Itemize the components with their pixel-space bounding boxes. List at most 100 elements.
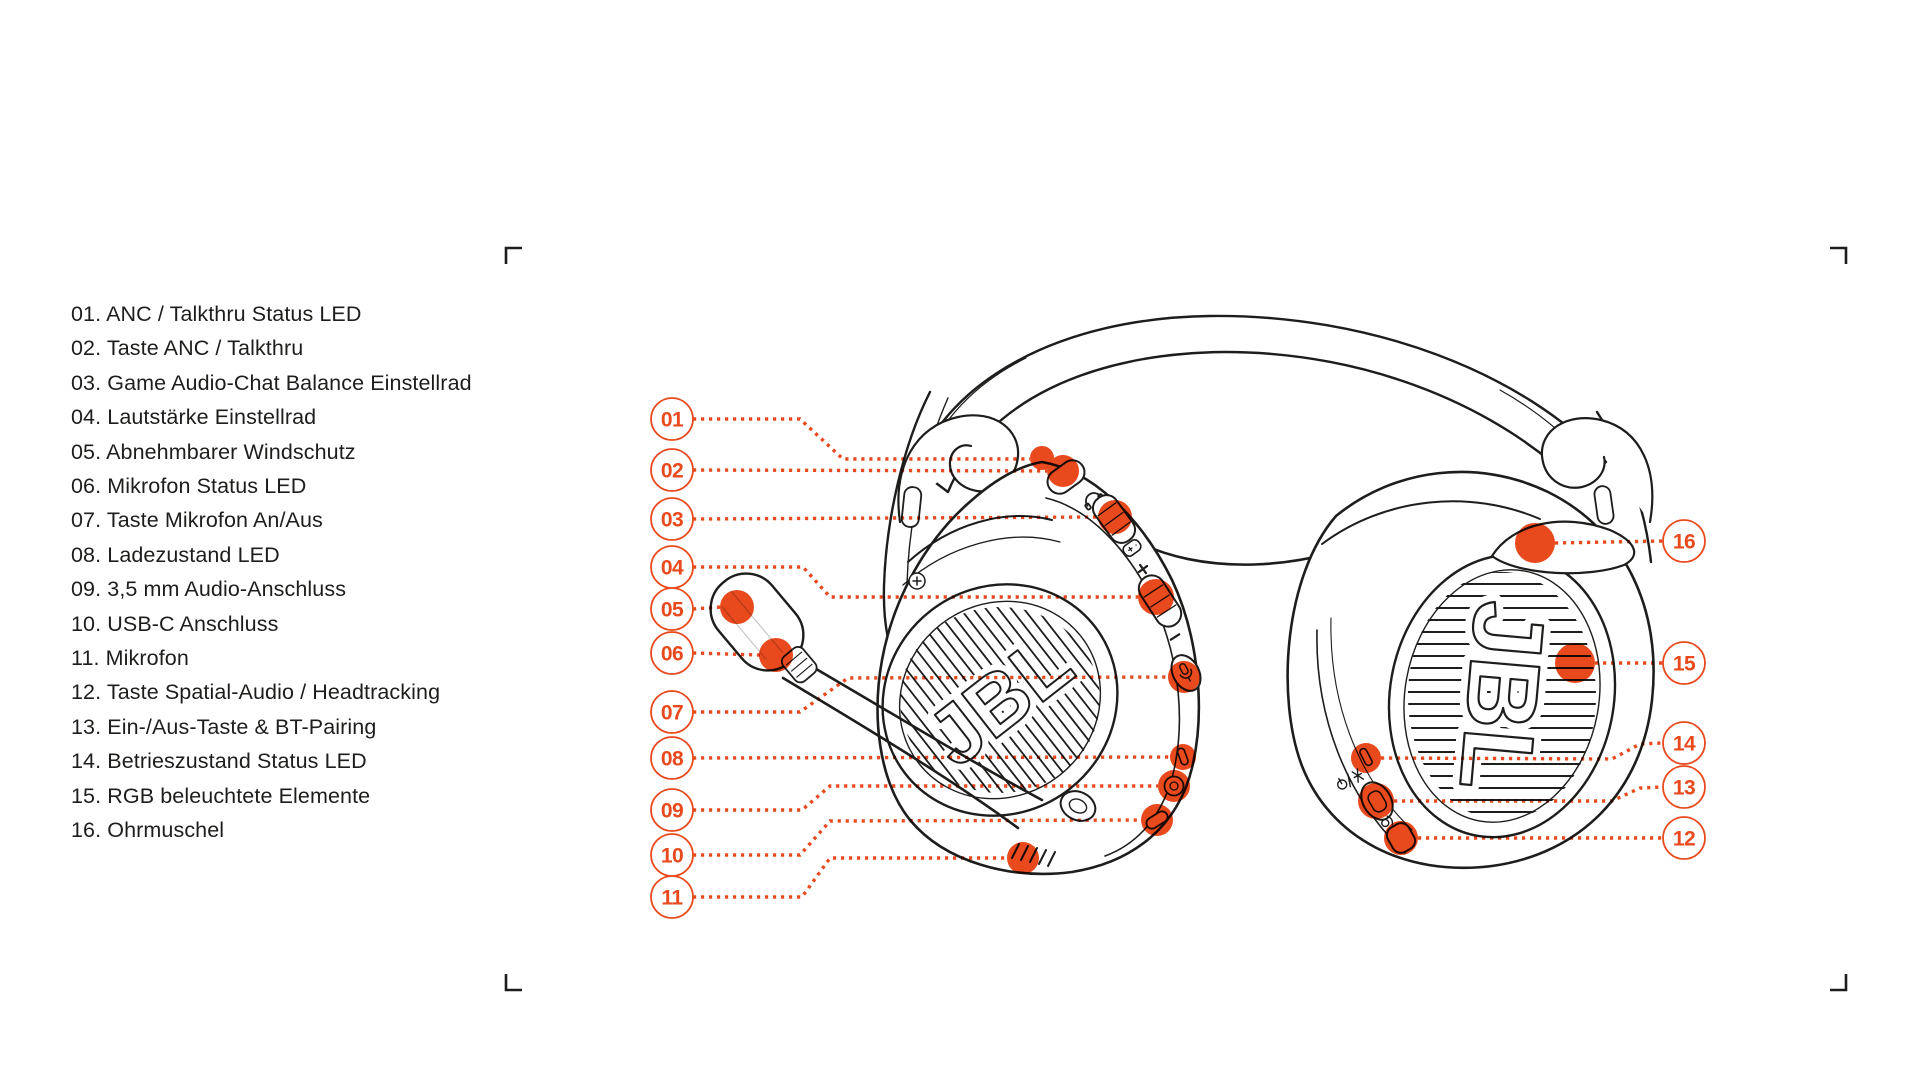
feature-dot-07	[1168, 661, 1200, 693]
parts-list-item: 15. RGB beleuchtete Elemente	[71, 783, 371, 808]
leader-line-05	[692, 605, 723, 611]
callout-number: 12	[1673, 828, 1695, 851]
callout-11: 11	[650, 875, 694, 919]
parts-list-item: 03. Game Audio-Chat Balance Einstellrad	[71, 370, 472, 395]
left-ear-cup: JBL JBL	[876, 459, 1202, 876]
right-ear-cup: JBL JBL	[1286, 470, 1655, 870]
parts-list-item: 10. USB-C Anschluss	[71, 611, 279, 636]
leader-line-03	[692, 515, 1099, 521]
screw-detail	[908, 572, 926, 590]
callout-number: 01	[661, 409, 684, 432]
minus-icon	[1169, 633, 1181, 641]
callout-13: 13	[1662, 765, 1706, 809]
callout-09: 09	[650, 788, 694, 832]
feature-dot-16	[1515, 523, 1555, 563]
right-yoke	[1540, 410, 1654, 564]
feature-dot-08	[1170, 744, 1196, 770]
crop-corner-br	[1830, 974, 1848, 992]
parts-list-item: 12. Taste Spatial-Audio / Headtracking	[71, 680, 441, 705]
feature-dots	[720, 446, 1595, 874]
crop-corner-marks	[504, 246, 1848, 992]
parts-list-item: 06. Mikrofon Status LED	[71, 474, 307, 499]
parts-list-item: 07. Taste Mikrofon An/Aus	[71, 508, 323, 533]
callout-number: 10	[661, 845, 683, 868]
svg-text:JBL: JBL	[1438, 597, 1566, 795]
callout-04: 04	[650, 545, 694, 589]
callout-05: 05	[650, 587, 694, 631]
feature-dot-10	[1141, 804, 1173, 836]
parts-list-item: 13. Ein-/Aus-Taste & BT-Pairing	[71, 714, 377, 739]
leader-line-02	[692, 468, 1048, 473]
feature-dot-15	[1555, 643, 1595, 683]
callout-01: 01	[650, 397, 694, 441]
callout-number: 13	[1673, 777, 1695, 800]
game-controller-icon	[1122, 539, 1142, 557]
parts-list-item: 09. 3,5 mm Audio-Anschluss	[71, 577, 347, 602]
crop-corner-bl	[504, 974, 522, 992]
parts-list-item: 11. Mikrofon	[71, 646, 189, 671]
parts-list-item: 16. Ohrmuschel	[71, 818, 225, 843]
callout-number: 14	[1673, 733, 1696, 756]
parts-list-item: 14. Betrieszustand Status LED	[71, 749, 367, 774]
callout-16: 16	[1662, 519, 1706, 563]
crop-corner-tr	[1830, 246, 1848, 264]
leader-line-06	[692, 651, 761, 657]
feature-dot-13	[1358, 783, 1394, 819]
callout-08: 08	[650, 736, 694, 780]
leader-line-07	[693, 675, 1169, 714]
feature-dot-14	[1351, 743, 1381, 773]
feature-dot-04	[1138, 579, 1174, 615]
leader-lines	[692, 417, 1664, 899]
mic-windscreen	[709, 572, 818, 684]
callout-06: 06	[650, 631, 694, 675]
callout-number: 09	[661, 800, 683, 823]
headband	[914, 314, 1608, 494]
parts-list-item: 01. ANC / Talkthru Status LED	[71, 302, 362, 326]
plus-icon	[1137, 563, 1149, 575]
callout-02: 02	[650, 448, 694, 492]
feature-dot-09	[1158, 770, 1190, 802]
leader-line-13	[1394, 785, 1664, 803]
power-bluetooth-icon	[1337, 768, 1365, 790]
leader-line-01	[693, 417, 1030, 461]
leader-line-11	[693, 856, 1007, 899]
callout-number: 08	[661, 748, 684, 771]
feature-dot-01	[1030, 446, 1054, 470]
feature-dot-03	[1098, 500, 1132, 534]
parts-list-item: 04. Lautstärke Einstellrad	[71, 405, 317, 430]
parts-list-item: 08. Ladezustand LED	[71, 542, 280, 567]
leader-line-10	[693, 818, 1142, 857]
callout-03: 03	[650, 497, 694, 541]
feature-dot-06	[759, 638, 793, 672]
callout-number: 05	[661, 599, 684, 622]
feature-dot-05	[720, 590, 754, 624]
feature-dot-12	[1384, 821, 1418, 855]
parts-list-item: 05. Abnehmbarer Windschutz	[71, 439, 356, 464]
callout-15: 15	[1662, 641, 1706, 685]
callout-bubbles: 01 02 03 04 05 06 07 08 09 10 11 12 13 14 15 16	[650, 397, 1706, 919]
right-grille-vents: JBL JBL	[1408, 572, 1596, 813]
callout-10: 10	[650, 833, 694, 877]
feature-dot-11	[1007, 842, 1039, 874]
callout-number: 02	[661, 460, 683, 483]
parts-list: 01. ANC / Talkthru Status LED 02. Taste A…	[71, 297, 472, 848]
leader-line-04	[693, 565, 1138, 599]
callout-number: 04	[661, 557, 684, 580]
callout-number: 11	[661, 887, 683, 910]
callout-12: 12	[1662, 816, 1706, 860]
callout-07: 07	[650, 690, 694, 734]
leader-line-14	[1380, 741, 1664, 761]
callout-14: 14	[1662, 721, 1706, 765]
callout-number: 06	[661, 643, 683, 666]
svg-text:JBL: JBL	[1438, 597, 1566, 795]
feature-dot-02	[1047, 455, 1079, 487]
crop-corner-tl	[504, 246, 522, 264]
parts-list-item: 02. Taste ANC / Talkthru	[71, 336, 304, 361]
jbl-logo: JBL JBL	[1430, 589, 1574, 803]
callout-number: 16	[1673, 531, 1695, 554]
callout-number: 03	[661, 509, 683, 532]
callout-number: 07	[661, 702, 683, 725]
callout-number: 15	[1673, 653, 1696, 676]
